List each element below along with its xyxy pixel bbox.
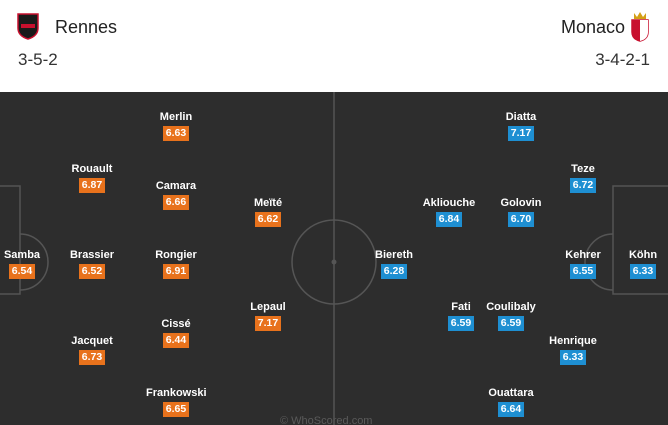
home-player[interactable]: Rouault 6.87 [62, 163, 122, 193]
player-name: Diatta [505, 111, 537, 123]
player-name: Meïté [253, 197, 283, 209]
player-name: Brassier [69, 249, 115, 261]
player-rating: 6.55 [569, 264, 597, 279]
player-name: Coulibaly [486, 301, 536, 313]
home-player[interactable]: Meïté 6.62 [238, 197, 298, 227]
player-rating: 7.17 [254, 316, 282, 331]
home-player[interactable]: Merlin 6.63 [146, 111, 206, 141]
home-player[interactable]: Lepaul 7.17 [238, 301, 298, 331]
player-name: Cissé [161, 318, 191, 330]
away-player[interactable]: Akliouche 6.84 [419, 197, 479, 227]
player-name: Kehrer [565, 249, 601, 261]
player-rating: 6.33 [629, 264, 657, 279]
monaco-crest-icon [631, 12, 649, 42]
player-rating: 6.84 [435, 212, 463, 227]
home-formation: 3-5-2 [18, 50, 58, 69]
home-team-name[interactable]: Rennes [55, 17, 118, 37]
player-rating: 6.72 [569, 178, 597, 193]
away-player[interactable]: Fati 6.59 [431, 301, 491, 331]
player-rating: 6.66 [162, 195, 190, 210]
player-name: Henrique [549, 335, 597, 347]
player-rating: 6.54 [8, 264, 36, 279]
player-rating: 6.87 [78, 178, 106, 193]
pitch: Samba 6.54 Rouault 6.87 Brassier 6.52 Ja… [0, 92, 668, 425]
player-rating: 6.59 [447, 316, 475, 331]
pitch-markings [0, 92, 668, 425]
watermark: © WhoScored.com [280, 415, 373, 425]
player-name: Akliouche [422, 197, 476, 209]
away-team-name[interactable]: Monaco [560, 17, 625, 37]
home-player[interactable]: Camara 6.66 [146, 180, 206, 210]
away-player[interactable]: Ouattara 6.64 [481, 387, 541, 417]
rennes-crest-icon [17, 13, 39, 40]
away-player[interactable]: Biereth 6.28 [364, 249, 424, 279]
player-name: Samba [3, 249, 41, 261]
player-name: Ouattara [488, 387, 534, 399]
player-rating: 6.62 [254, 212, 282, 227]
away-player[interactable]: Coulibaly 6.59 [481, 301, 541, 331]
player-name: Rongier [155, 249, 197, 261]
player-name: Biereth [375, 249, 413, 261]
player-rating: 6.65 [162, 402, 190, 417]
player-name: Camara [155, 180, 197, 192]
player-name: Teze [571, 163, 595, 175]
player-rating: 6.70 [507, 212, 535, 227]
player-rating: 6.44 [162, 333, 190, 348]
player-rating: 6.52 [78, 264, 106, 279]
player-name: Köhn [628, 249, 658, 261]
player-rating: 6.63 [162, 126, 190, 141]
home-player[interactable]: Jacquet 6.73 [62, 335, 122, 365]
player-name: Golovin [500, 197, 542, 209]
away-player[interactable]: Diatta 7.17 [491, 111, 551, 141]
home-player[interactable]: Rongier 6.91 [146, 249, 206, 279]
player-name: Fati [451, 301, 471, 313]
match-header: Rennes 3-5-2 Monaco 3-4-2-1 [0, 0, 668, 92]
away-player[interactable]: Kehrer 6.55 [553, 249, 613, 279]
away-player[interactable]: Henrique 6.33 [543, 335, 603, 365]
player-name: Lepaul [250, 301, 286, 313]
home-player[interactable]: Frankowski 6.65 [146, 387, 207, 417]
player-rating: 6.59 [497, 316, 525, 331]
home-player[interactable]: Cissé 6.44 [146, 318, 206, 348]
player-name: Frankowski [146, 387, 207, 399]
away-player[interactable]: Köhn 6.33 [613, 249, 668, 279]
player-name: Rouault [71, 163, 113, 175]
player-name: Merlin [159, 111, 193, 123]
player-rating: 7.17 [507, 126, 535, 141]
player-name: Jacquet [71, 335, 113, 347]
player-rating: 6.91 [162, 264, 190, 279]
player-rating: 6.28 [380, 264, 408, 279]
away-formation: 3-4-2-1 [595, 50, 650, 69]
away-player[interactable]: Golovin 6.70 [491, 197, 551, 227]
player-rating: 6.73 [78, 350, 106, 365]
player-rating: 6.33 [559, 350, 587, 365]
player-rating: 6.64 [497, 402, 525, 417]
home-player[interactable]: Brassier 6.52 [62, 249, 122, 279]
home-player[interactable]: Samba 6.54 [0, 249, 52, 279]
away-player[interactable]: Teze 6.72 [553, 163, 613, 193]
